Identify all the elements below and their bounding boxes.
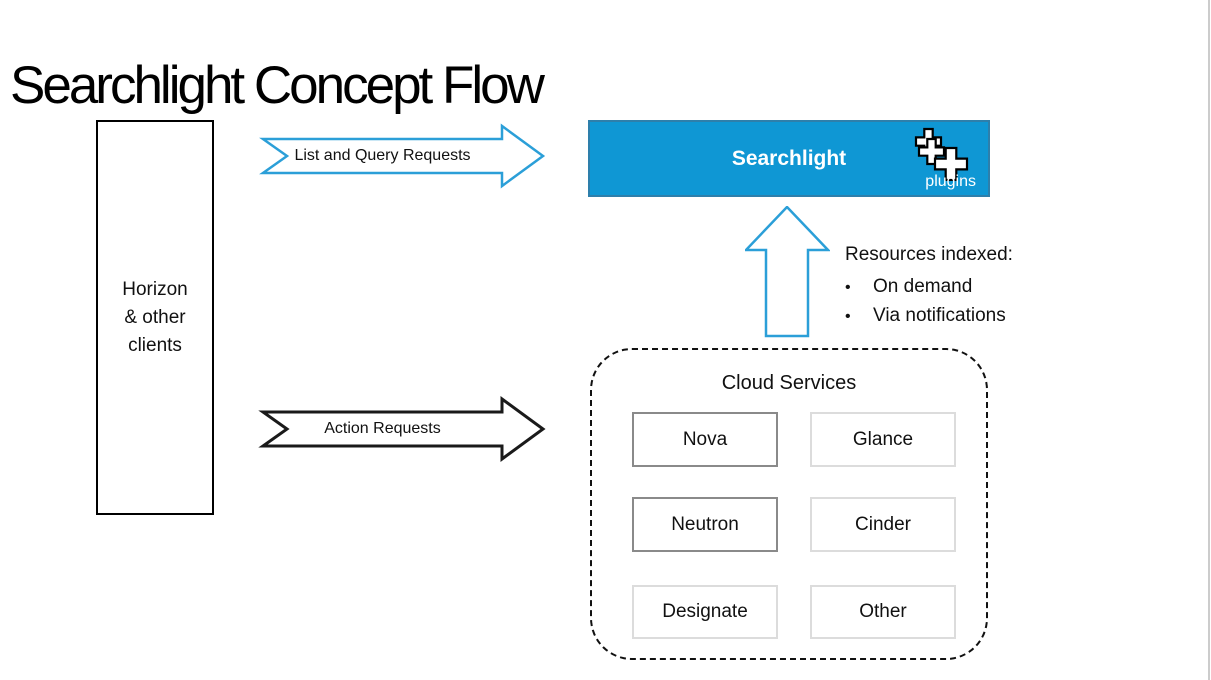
- service-label: Cinder: [855, 513, 911, 535]
- bullet-glyph: •: [845, 308, 851, 325]
- service-label: Other: [859, 601, 907, 622]
- service-box-cinder: Cinder: [810, 497, 956, 552]
- service-label: Designate: [662, 601, 748, 622]
- searchlight-label: Searchlight: [731, 146, 847, 170]
- resource-bullet-item: • On demand: [845, 273, 1175, 302]
- action-requests-arrow: Action Requests: [258, 396, 546, 462]
- list-query-arrow-label: List and Query Requests: [294, 147, 471, 164]
- right-chevron-arrow-shape: [259, 123, 546, 189]
- cloud-services-title: Cloud Services: [721, 372, 857, 394]
- service-label: Glance: [852, 428, 914, 450]
- service-box-nova: Nova: [632, 412, 778, 467]
- service-label: Nova: [682, 428, 728, 450]
- horizon-clients-line: Horizon: [122, 278, 188, 300]
- slide-right-edge-line: [1208, 0, 1210, 680]
- service-box-glance: Glance: [810, 412, 956, 467]
- resource-bullet-item: • Via notifications: [845, 302, 1175, 331]
- bullet-glyph: •: [845, 279, 851, 296]
- slide-title: Searchlight Concept Flow: [10, 56, 545, 115]
- up-arrow-shape: [743, 205, 831, 338]
- resources-note: Resources indexed: • On demand • Via not…: [845, 244, 1175, 331]
- resource-bullet-text: On demand: [873, 276, 973, 297]
- right-chevron-arrow-shape: [258, 396, 546, 462]
- resource-bullet-text: Via notifications: [873, 305, 1006, 326]
- index-up-arrow: [743, 205, 831, 338]
- action-requests-arrow-label: Action Requests: [324, 420, 441, 437]
- horizon-clients-line: clients: [128, 334, 182, 356]
- plugins-stack-icon: [914, 127, 969, 181]
- service-box-neutron: Neutron: [632, 497, 778, 552]
- service-box-designate: Designate: [632, 585, 778, 639]
- list-query-arrow: List and Query Requests: [259, 123, 546, 189]
- resources-heading: Resources indexed:: [845, 244, 1013, 265]
- service-box-other: Other: [810, 585, 956, 639]
- searchlight-box: Searchlight plugins: [588, 120, 990, 197]
- horizon-clients-line: & other: [124, 306, 186, 328]
- horizon-clients-box: Horizon & other clients: [96, 120, 214, 515]
- cloud-services-box: Cloud Services Nova Glance Neutron Cinde…: [590, 348, 988, 660]
- service-label: Neutron: [671, 513, 739, 535]
- plugins-label: plugins: [925, 173, 976, 190]
